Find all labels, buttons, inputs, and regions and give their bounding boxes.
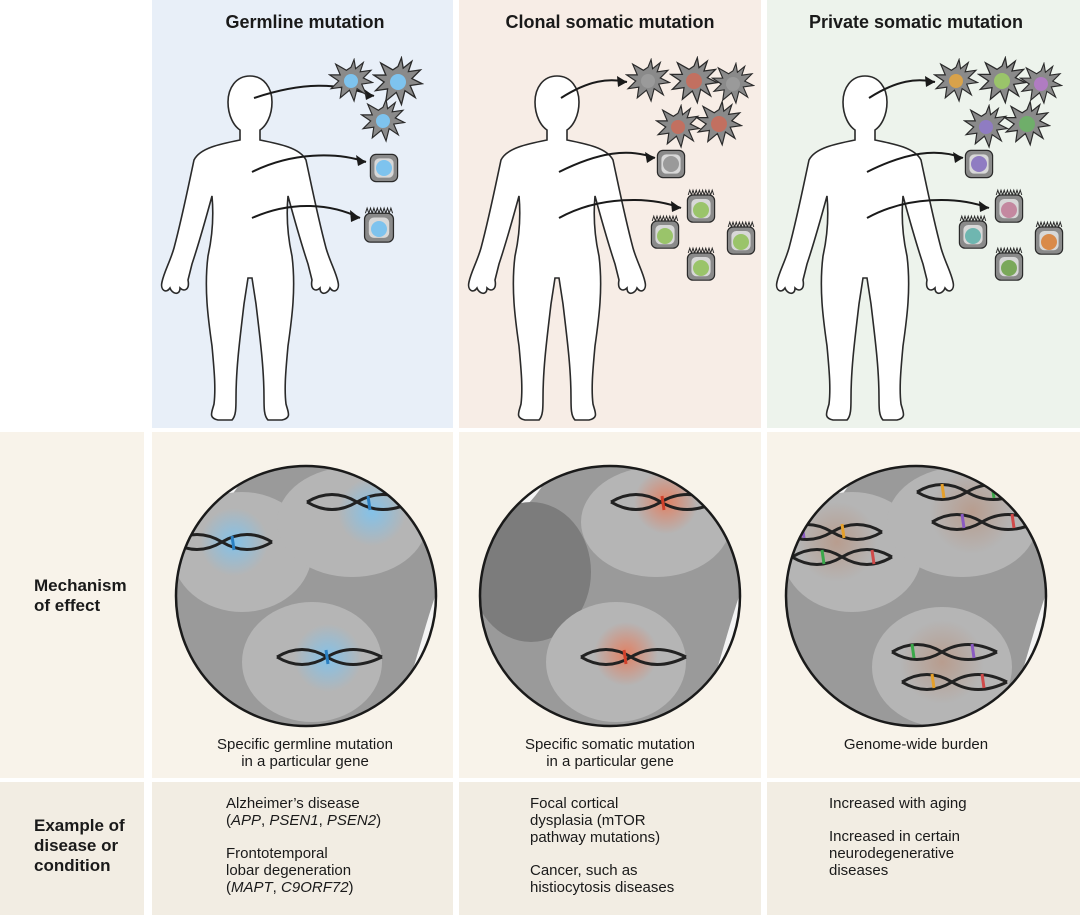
private-mechanism-circle: [784, 464, 1048, 728]
example-aging: Increased with aging: [829, 795, 967, 812]
example-ftld: Frontotemporal lobar degeneration (MAPT,…: [226, 845, 381, 896]
clonal-caption-line1: Specific somatic mutation: [524, 736, 696, 753]
example-alzheimers: Alzheimer’s disease (APP, PSEN1, PSEN2): [226, 795, 381, 829]
mechanism-label-line1: Mechanism: [34, 576, 127, 595]
germline-body-illustration: [160, 57, 423, 421]
example-text: ,: [261, 812, 270, 829]
example-text: ): [348, 879, 354, 896]
example-text: Increased in certain: [829, 828, 960, 845]
example-text: Frontotemporal: [226, 845, 328, 862]
example-neurodegenerative: Increased in certain neurodegenerative d…: [829, 828, 967, 879]
clonal-examples: Focal cortical dysplasia (mTOR pathway m…: [530, 795, 674, 912]
private-example-cell: [767, 782, 1080, 915]
example-text: neurodegenerative: [829, 845, 955, 862]
example-text: ): [376, 812, 382, 829]
example-row-label: Example of disease or condition: [34, 816, 178, 876]
example-label-line3: condition: [34, 856, 111, 875]
example-text: (: [226, 812, 231, 829]
example-text: lobar degeneration: [226, 862, 352, 879]
example-fcd: Focal cortical dysplasia (mTOR pathway m…: [530, 795, 674, 846]
clonal-body-illustration: [467, 57, 756, 421]
germline-mechanism-circle: [174, 464, 438, 728]
example-text: pathway mutations): [530, 829, 661, 846]
clonal-mechanism-circle: [478, 464, 742, 728]
germline-title: Germline mutation: [225, 12, 385, 32]
private-body-illustration: [775, 57, 1064, 421]
gene-name: C9ORF72: [281, 879, 349, 896]
germline-caption: Specific germline mutation in a particul…: [155, 736, 455, 770]
example-label-line2: disease or: [34, 836, 119, 855]
germline-caption-line1: Specific germline mutation: [217, 736, 393, 753]
private-caption-line1: Genome-wide burden: [843, 736, 989, 753]
clonal-caption-line2: in a particular gene: [546, 753, 674, 770]
mechanism-label-cell: [0, 432, 144, 778]
gene-name: APP: [231, 812, 262, 829]
germline-caption-line2: in a particular gene: [241, 753, 369, 770]
example-text: Cancer, such as: [530, 862, 638, 879]
example-label-cell: [0, 782, 144, 915]
example-text: dysplasia (mTOR: [530, 812, 646, 829]
private-examples: Increased with aging Increased in certai…: [829, 795, 967, 895]
clonal-caption: Specific somatic mutation in a particula…: [460, 736, 760, 770]
mechanism-label-line2: of effect: [34, 596, 101, 615]
example-text: ,: [272, 879, 282, 896]
gene-name: PSEN2: [326, 812, 377, 829]
mechanism-row-label: Mechanism of effect: [34, 576, 178, 616]
example-label-line1: Example of: [34, 816, 125, 835]
example-text: diseases: [829, 862, 889, 879]
example-text: Increased with aging: [829, 795, 967, 812]
example-cancer: Cancer, such as histiocytosis diseases: [530, 862, 674, 896]
private-caption: Genome-wide burden: [766, 736, 1066, 753]
example-text: histiocytosis diseases: [530, 879, 675, 896]
gene-name: MAPT: [231, 879, 273, 896]
example-text: (: [226, 879, 231, 896]
example-text: ,: [318, 812, 327, 829]
private-title: Private somatic mutation: [808, 12, 1024, 32]
example-text: Focal cortical: [530, 795, 619, 812]
germline-example-cell: [152, 782, 453, 915]
clonal-title: Clonal somatic mutation: [505, 12, 715, 32]
example-text: Alzheimer’s disease: [226, 795, 360, 812]
clonal-example-cell: [459, 782, 761, 915]
gene-name: PSEN1: [269, 812, 319, 829]
germline-examples: Alzheimer’s disease (APP, PSEN1, PSEN2) …: [226, 795, 381, 912]
